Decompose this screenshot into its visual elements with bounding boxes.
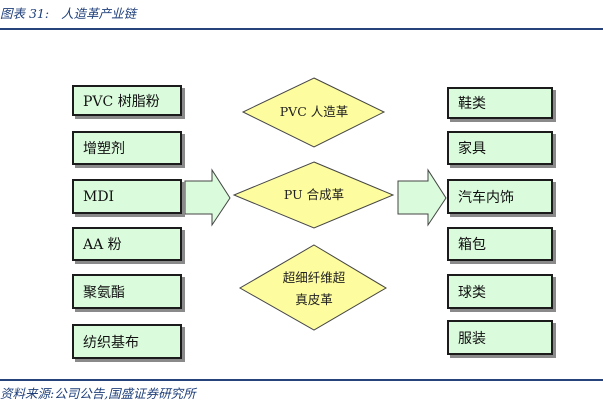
arrow-right-right [397, 168, 447, 227]
figure-caption: 图表 31: 人造革产业链 [0, 3, 136, 25]
material-box-2: MDI [72, 179, 182, 214]
diamond-pvc [241, 77, 386, 148]
application-box-1: 家具 [447, 131, 553, 165]
application-box-5: 服装 [447, 320, 553, 355]
source-note: 资料来源:公司公告,国盛证券研究所 [0, 386, 196, 401]
bottom-rule [0, 379, 603, 381]
arrow-right-left [184, 168, 231, 227]
figure-number: 图表 31: [0, 6, 50, 21]
diamond-label-pvc: PVC 人造革 [279, 104, 349, 119]
application-box-3: 箱包 [447, 227, 553, 261]
diamond-pu [232, 161, 395, 229]
diamond-label-microfiber: 超细纤维超 真皮革 [282, 270, 346, 307]
application-box-0: 鞋类 [447, 87, 553, 119]
material-box-0: PVC 树脂粉 [72, 85, 182, 116]
application-box-2: 汽车内饰 [447, 179, 553, 214]
figure-title: 人造革产业链 [61, 6, 137, 21]
diamond-label-pu: PU 合成革 [283, 187, 345, 202]
material-box-3: AA 粉 [72, 227, 182, 261]
material-box-4: 聚氨酯 [72, 274, 182, 309]
diamond-microfiber [238, 244, 387, 331]
application-box-4: 球类 [447, 274, 553, 309]
material-box-1: 增塑剂 [72, 131, 182, 165]
material-box-5: 纺织基布 [72, 324, 182, 359]
top-rule [0, 28, 603, 30]
